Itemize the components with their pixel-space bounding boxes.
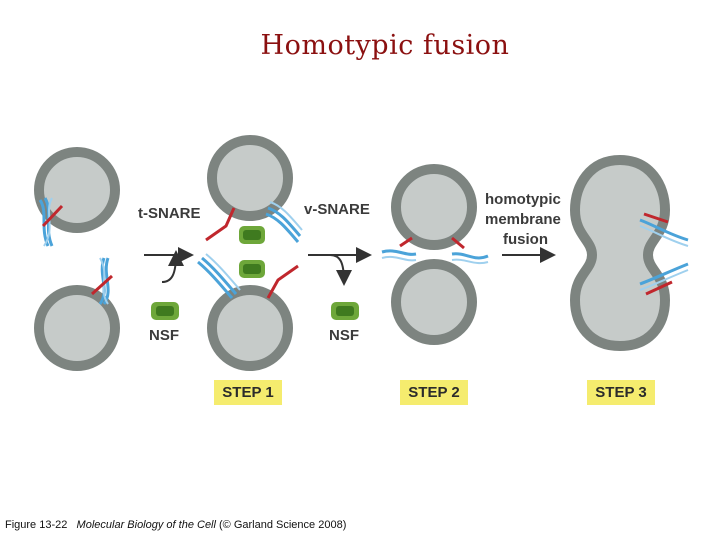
step-2-label: STEP 2 xyxy=(400,380,468,405)
t-snare-label: t-SNARE xyxy=(138,205,201,222)
fusion-label-line2: membrane xyxy=(485,211,561,228)
nsf-complex-bottom xyxy=(239,260,265,278)
vesicle-top-step1 xyxy=(207,135,293,221)
vesicle-bottom-step2 xyxy=(391,259,477,345)
v-snare-bottom-left xyxy=(90,257,114,305)
nsf-right xyxy=(331,302,359,320)
caption-figure-number: Figure 13-22 xyxy=(5,519,68,531)
vesicle-bottom-step1 xyxy=(207,285,293,371)
v-snare-bottom-step1 xyxy=(197,253,241,299)
fusion-label-line1: homotypic xyxy=(485,191,561,208)
arrow-right-step1 xyxy=(308,247,372,286)
t-snare-top-step1 xyxy=(205,207,236,242)
t-snare-bottom-step1 xyxy=(266,264,299,299)
nsf-left xyxy=(151,302,179,320)
trans-snare-complex-right xyxy=(451,236,489,265)
caption-book-title: Molecular Biology of the Cell xyxy=(76,519,216,531)
trans-snare-complex-left xyxy=(381,236,417,262)
cis-snare-complex-bottom xyxy=(639,262,689,296)
step-3-label: STEP 3 xyxy=(587,380,655,405)
fusion-label-line3: fusion xyxy=(503,231,548,248)
figure-caption: Figure 13-22 Molecular Biology of the Ce… xyxy=(5,519,346,531)
step-1-label: STEP 1 xyxy=(214,380,282,405)
vesicle-top-step2 xyxy=(391,164,477,250)
nsf-right-label: NSF xyxy=(329,327,359,344)
caption-credit: (© Garland Science 2008) xyxy=(219,519,347,531)
arrow-left-step1 xyxy=(144,247,194,283)
v-snare-label: v-SNARE xyxy=(304,201,370,218)
nsf-complex-top xyxy=(239,226,265,244)
vesicle-bottom-left xyxy=(34,285,120,371)
cis-snare-complex-top xyxy=(639,212,689,247)
nsf-left-label: NSF xyxy=(149,327,179,344)
v-snare-top-step1 xyxy=(265,201,303,243)
v-snare-top-left xyxy=(38,197,64,247)
slide-title: Homotypic fusion xyxy=(260,30,510,61)
fused-compartment xyxy=(569,154,671,352)
